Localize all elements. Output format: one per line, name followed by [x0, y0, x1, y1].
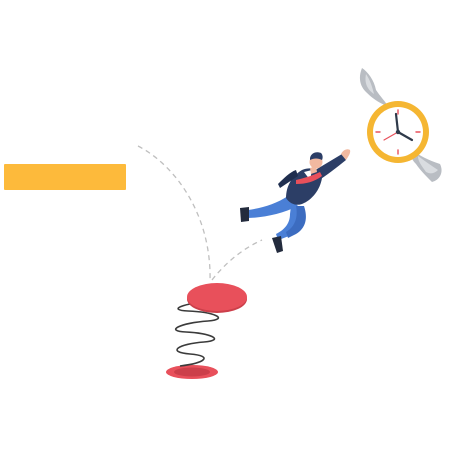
jumping-businessman-icon: [240, 149, 351, 253]
trajectory-lines: [137, 145, 263, 283]
spring-trampoline-icon: [166, 283, 247, 379]
winged-clock-icon: [359, 68, 442, 182]
platform-icon: [4, 164, 126, 190]
